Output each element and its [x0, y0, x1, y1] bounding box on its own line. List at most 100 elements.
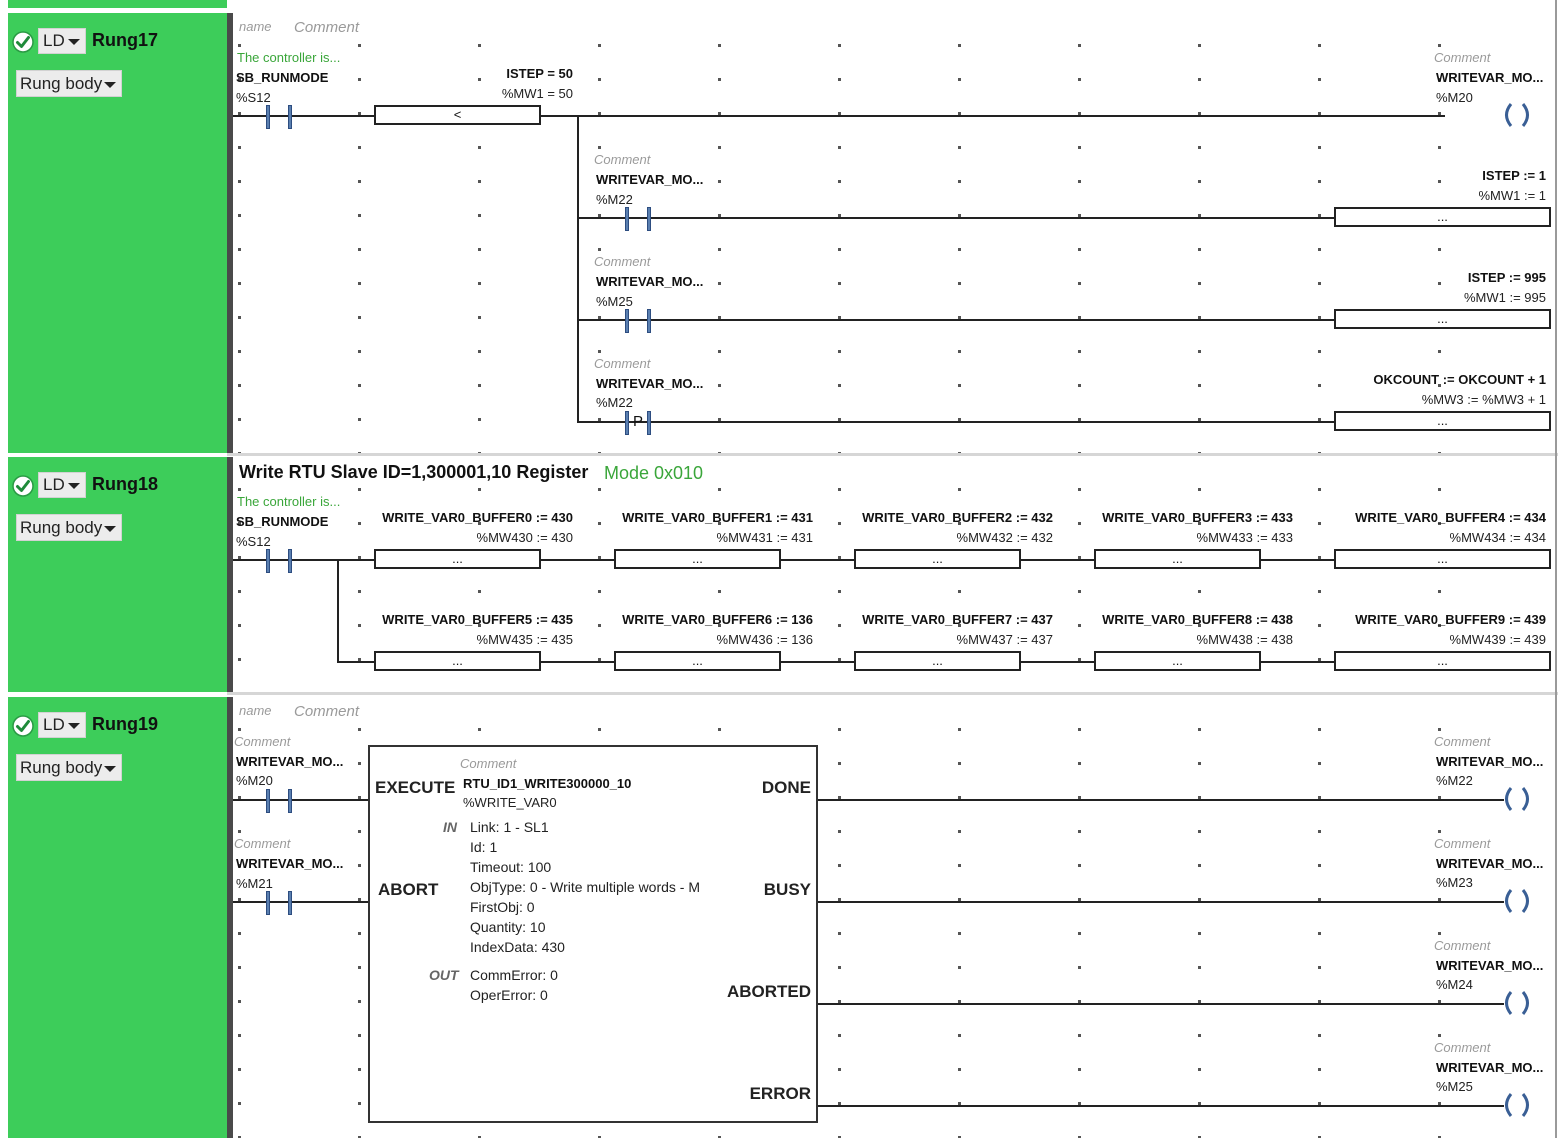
grid-dot — [238, 1136, 241, 1138]
rung-canvas[interactable]: name Comment The controller is... SB_RUN… — [233, 13, 1558, 453]
rising-edge-contact[interactable]: P — [625, 411, 651, 435]
grid-dot — [838, 384, 841, 387]
contact-comment: The controller is... — [237, 494, 341, 509]
normally-open-contact[interactable] — [266, 891, 292, 915]
grid-dot — [1078, 932, 1081, 935]
coil-icon[interactable] — [1499, 102, 1535, 128]
function-block[interactable]: EXECUTE ABORT Comment RTU_ID1_WRITE30000… — [368, 745, 818, 1123]
fb-pin-error[interactable]: ERROR — [749, 1084, 811, 1103]
grid-dot — [958, 590, 961, 593]
operation-block[interactable]: ... — [1094, 651, 1261, 671]
grid-dot — [958, 864, 961, 867]
grid-dot — [238, 282, 241, 285]
rung-body-dropdown[interactable]: Rung body — [16, 70, 122, 97]
normally-open-contact[interactable] — [266, 789, 292, 813]
operation-block[interactable]: ... — [614, 549, 781, 569]
branch-symbol: WRITEVAR_MO... — [596, 376, 704, 391]
grid-dot — [1318, 1068, 1321, 1071]
operation-block[interactable]: ... — [1334, 651, 1551, 671]
grid-dot — [1438, 1034, 1441, 1037]
operation-block[interactable]: ... — [854, 651, 1021, 671]
grid-dot — [1198, 966, 1201, 969]
fb-pin-busy[interactable]: BUSY — [763, 880, 811, 899]
grid-dot — [1198, 350, 1201, 353]
operation-block[interactable]: ... — [1334, 207, 1551, 227]
rung-body-dropdown[interactable]: Rung body — [16, 754, 122, 781]
rung-body-label: Rung body — [20, 518, 103, 537]
grid-dot — [1318, 796, 1321, 799]
language-dropdown[interactable]: LD — [38, 28, 86, 54]
grid-dot — [1078, 830, 1081, 833]
coil-icon[interactable] — [1499, 1092, 1535, 1118]
fb-instance-address: %WRITE_VAR0 — [463, 795, 557, 810]
grid-dot — [1318, 452, 1321, 453]
operation-block[interactable]: ... — [614, 651, 781, 671]
grid-dot — [1078, 1000, 1081, 1003]
fb-pin-abort[interactable]: ABORT — [378, 880, 439, 899]
rung-body-dropdown[interactable]: Rung body — [16, 514, 122, 541]
grid-dot — [358, 452, 361, 453]
normally-open-contact[interactable] — [625, 309, 651, 333]
grid-dot — [838, 1102, 841, 1105]
rung-comment-field[interactable]: Comment — [294, 19, 360, 36]
rung-canvas[interactable]: name Comment Comment WRITEVAR_MO... %M20… — [233, 697, 1558, 1138]
contact-bar — [288, 789, 292, 813]
rung-name-field[interactable]: name — [239, 19, 272, 34]
grid-dot — [238, 488, 241, 491]
operation-block[interactable]: ... — [374, 651, 541, 671]
grid-dot — [598, 384, 601, 387]
grid-dot — [238, 658, 241, 661]
grid-dot — [1078, 1034, 1081, 1037]
operation-block[interactable]: ... — [1334, 411, 1551, 431]
operation-block[interactable]: ... — [1334, 309, 1551, 329]
contact-symbol: WRITEVAR_MO... — [236, 754, 344, 769]
language-dropdown[interactable]: LD — [38, 712, 86, 738]
compare-block[interactable]: < — [374, 105, 541, 125]
operation-block[interactable]: ... — [854, 549, 1021, 569]
language-dropdown[interactable]: LD — [38, 472, 86, 498]
coil-comment: Comment — [1434, 50, 1491, 65]
coil-icon[interactable] — [1499, 990, 1535, 1016]
grid-dot — [238, 112, 241, 115]
fb-pin-execute[interactable]: EXECUTE — [375, 778, 456, 797]
branch-address: %M22 — [596, 192, 633, 207]
grid-dot — [718, 316, 721, 319]
rung-canvas[interactable]: Write RTU Slave ID=1,300001,10 Register … — [233, 457, 1558, 692]
grid-dot — [958, 1034, 961, 1037]
grid-dot — [238, 78, 241, 81]
grid-dot — [1078, 1136, 1081, 1138]
assign-address: %MW3 := %MW3 + 1 — [1421, 392, 1546, 407]
coil-icon[interactable] — [1499, 786, 1535, 812]
normally-open-contact[interactable] — [625, 207, 651, 231]
grid-dot — [1438, 830, 1441, 833]
coil-icon[interactable] — [1499, 888, 1535, 914]
grid-dot — [1318, 146, 1321, 149]
grid-dot — [358, 658, 361, 661]
grid-dot — [1318, 488, 1321, 491]
rung-comment-mode[interactable]: Mode 0x010 — [604, 463, 704, 483]
normally-open-contact[interactable] — [266, 105, 292, 129]
grid-dot — [1078, 384, 1081, 387]
rung-name-field[interactable]: name — [239, 703, 272, 718]
rung-comment-field[interactable]: Comment — [294, 703, 360, 720]
contact-comment: Comment — [234, 734, 291, 749]
rung-title: Rung17 — [92, 30, 159, 50]
compare-symbol: ISTEP = 50 — [506, 66, 573, 81]
fb-pin-aborted[interactable]: ABORTED — [726, 982, 811, 1001]
normally-open-contact[interactable] — [266, 549, 292, 573]
grid-dot — [358, 522, 361, 525]
fb-pin-done[interactable]: DONE — [761, 778, 811, 797]
contact-bar — [266, 789, 270, 813]
operation-block[interactable]: ... — [374, 549, 541, 569]
grid-dot — [958, 796, 961, 799]
grid-dot — [238, 1034, 241, 1037]
contact-edge-label: P — [633, 413, 644, 430]
grid-dot — [358, 864, 361, 867]
operation-block[interactable]: ... — [1094, 549, 1261, 569]
assign-address: %MW439 := 439 — [1449, 632, 1546, 647]
operation-block[interactable]: ... — [1334, 549, 1551, 569]
rung-comment-title[interactable]: Write RTU Slave ID=1,300001,10 Register — [239, 462, 589, 482]
grid-dot — [238, 1068, 241, 1071]
grid-dot — [1078, 658, 1081, 661]
grid-dot — [718, 282, 721, 285]
